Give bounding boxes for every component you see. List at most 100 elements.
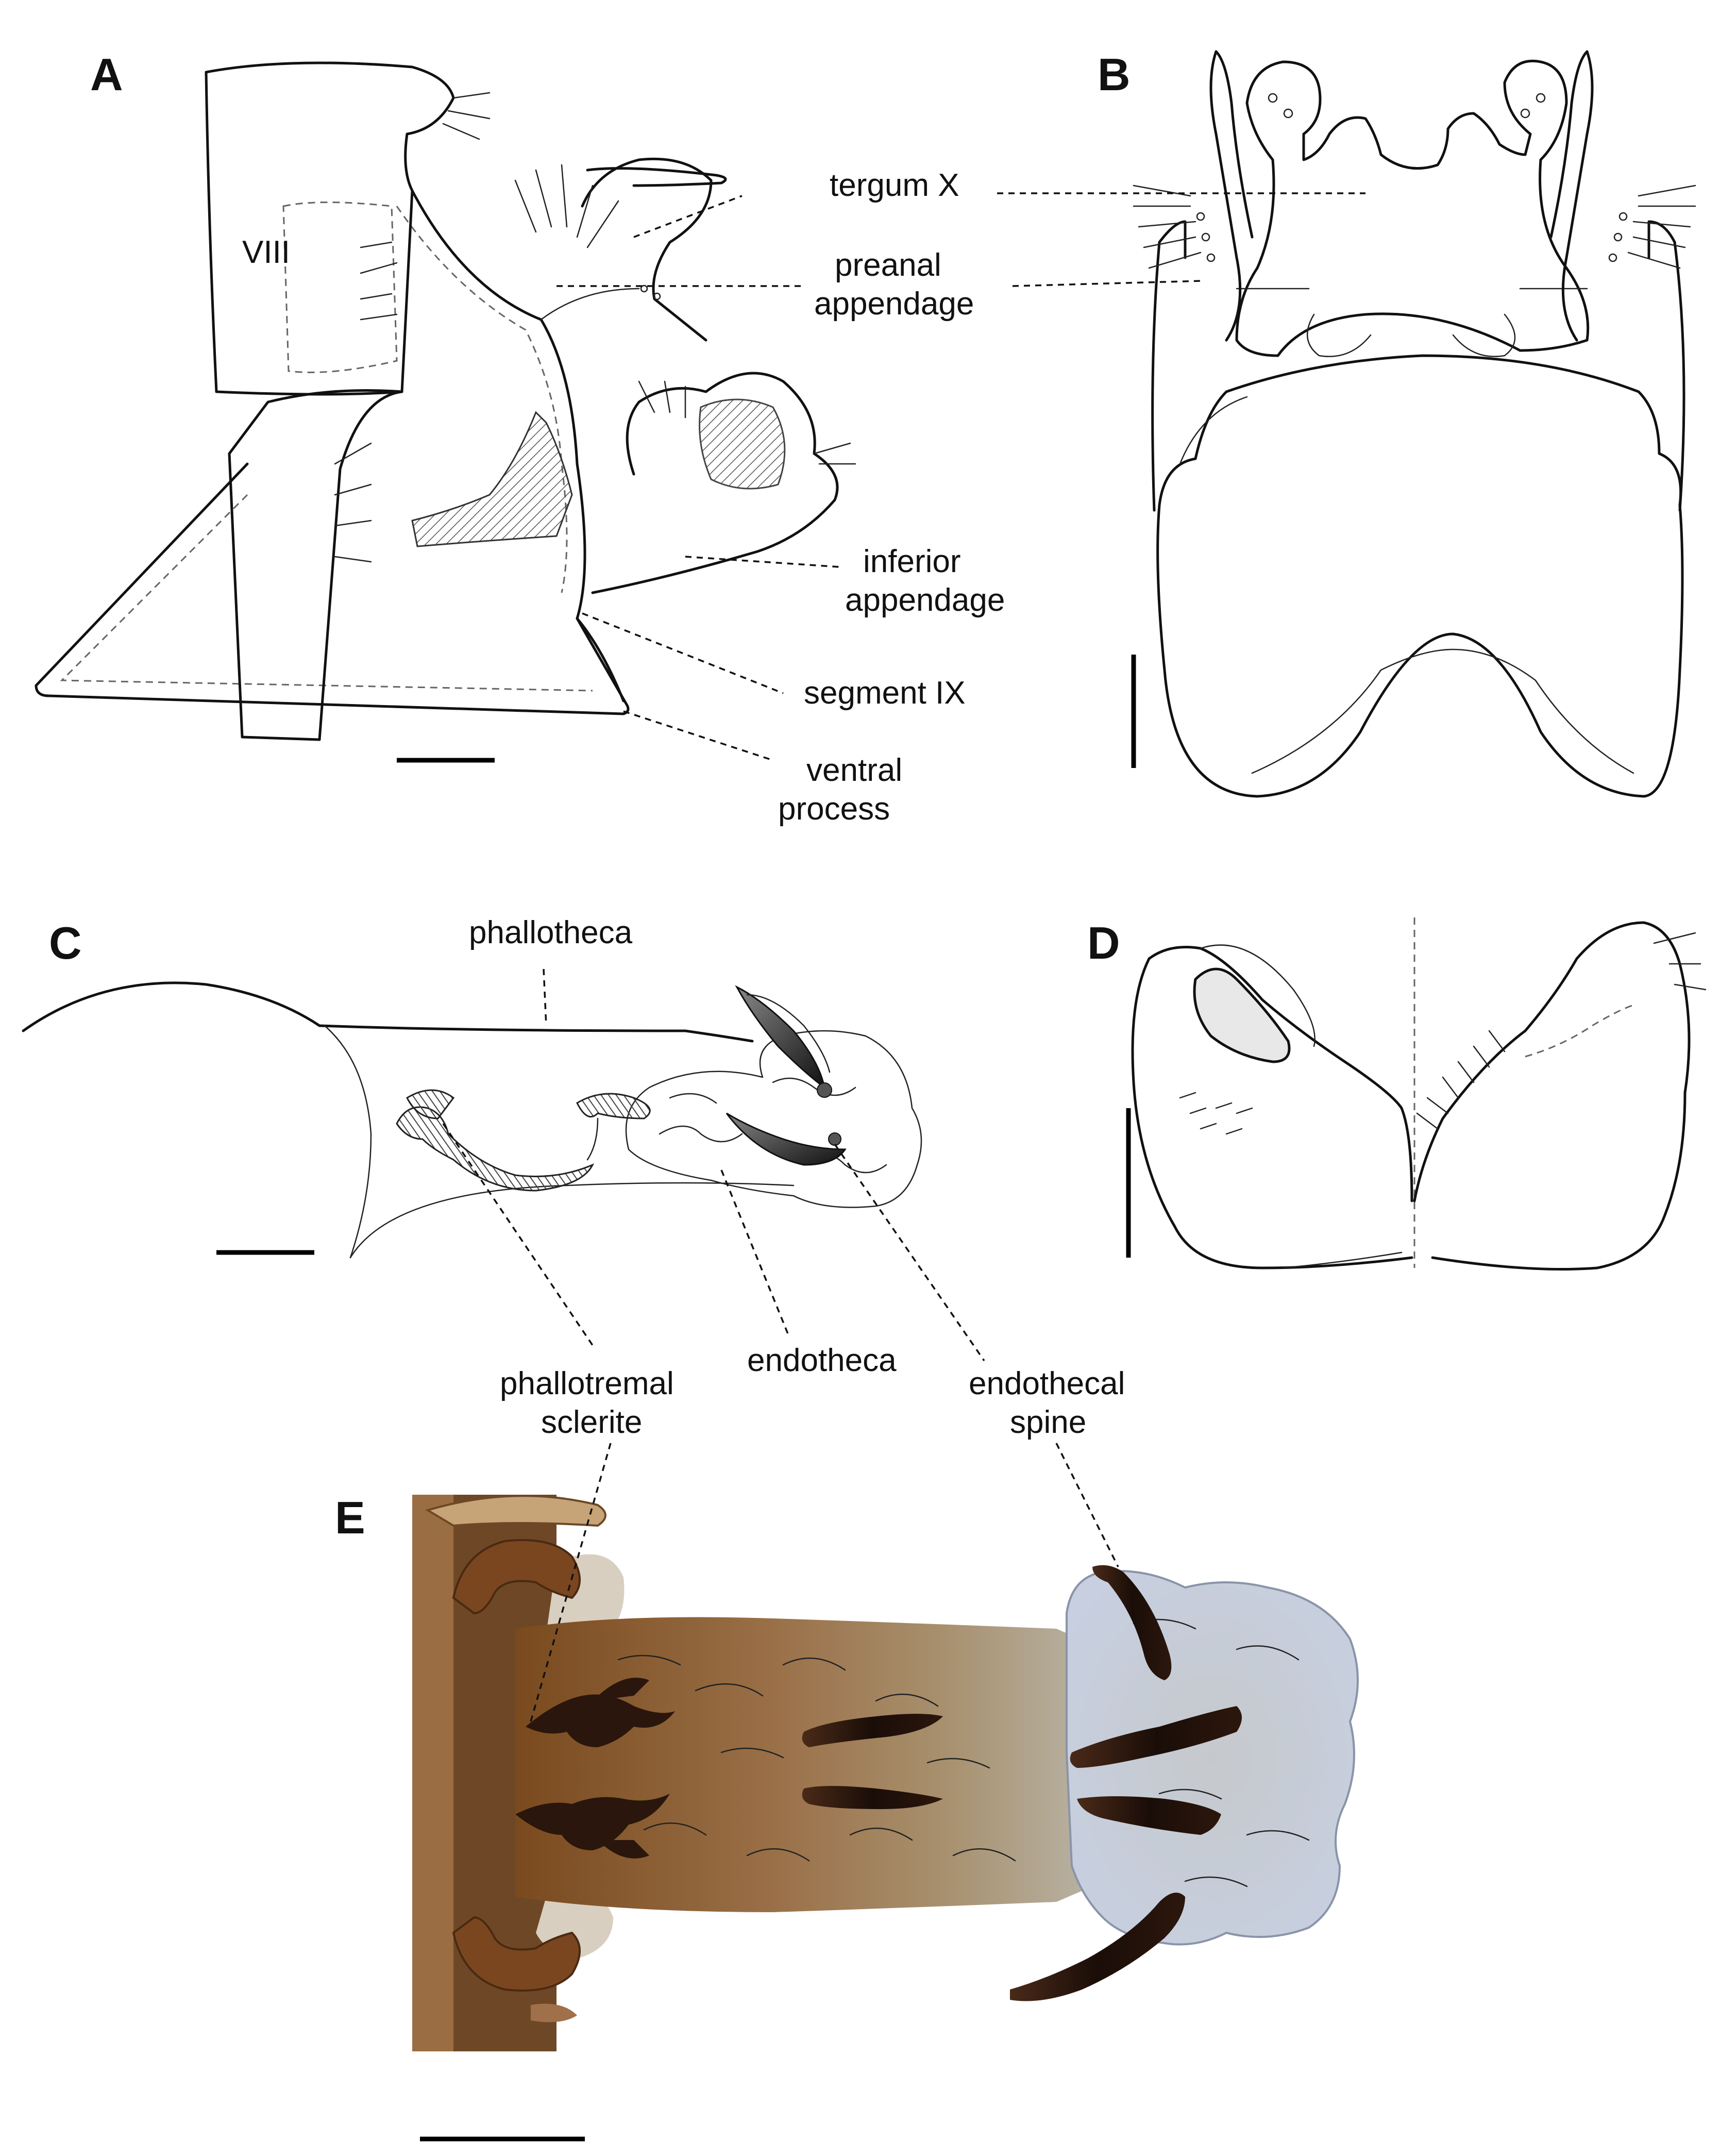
leader-preanal-b (1012, 280, 1201, 287)
spine-base-socket (817, 1082, 832, 1098)
panel-letter-a: A (90, 49, 123, 100)
photo-shaft-wrinkles (617, 1654, 1016, 1862)
leader-ventral-a (623, 710, 773, 761)
photo-mid-spine-upper (802, 1714, 943, 1747)
label-preanal-line2: appendage (814, 286, 974, 322)
leader-phallotheca (543, 968, 547, 1026)
leader-endothecal-c (834, 1144, 985, 1361)
photo-membrane-folds (1133, 1618, 1310, 1887)
ventral-process-shape (35, 462, 630, 715)
phallobase-lower-outline (349, 1182, 795, 1259)
setal-socket (653, 292, 661, 300)
panel-letter-e: E (335, 1492, 365, 1543)
leader-segment-ix-a (582, 612, 784, 694)
inferior-appendage-left-ventral (1131, 946, 1413, 1269)
photo-lower-lobe-tip (531, 2003, 577, 2023)
inferior-appendage-right-ventral (1413, 921, 1691, 1271)
endothecal-spine-upper-edge (746, 994, 831, 1073)
photo-endothecal-spine-mid-lower (1077, 1796, 1221, 1835)
preanal-appendage-right (1561, 50, 1594, 342)
endothecal-spine-lower (726, 1112, 847, 1166)
panel-letter-b: B (1098, 49, 1131, 100)
segment-viii-inner-outline (282, 202, 398, 373)
photo-endothecal-spine-bottom (1010, 1893, 1185, 2001)
photo-phallotremal-sclerite-lower-arm (598, 1840, 649, 1859)
phallotremal-sclerite-upper (576, 1093, 651, 1119)
label-segment-ix: segment IX (804, 675, 966, 711)
preanal-appendage-left (1209, 50, 1242, 342)
inferior-appendage-left-concavity (1193, 967, 1291, 1063)
panel-d: D (1087, 917, 1707, 1271)
photo-upper-lobe (425, 1495, 606, 1527)
photo-phallotremal-sclerite-upper (526, 1694, 675, 1747)
leader-phallotremal-c (442, 1123, 594, 1346)
segment-ix-outline (411, 189, 625, 703)
preanal-appendage-outline (586, 167, 727, 187)
segment-viii-upper (205, 61, 455, 396)
inferior-appendage-left-setae (1179, 1092, 1253, 1135)
phallobase-left-curve (324, 1025, 372, 1259)
tergum-x-lobe-right (1452, 313, 1516, 357)
segment-ix-left-side (1151, 220, 1187, 512)
photo-phallotremal-sclerite-upper-arm (593, 1678, 649, 1701)
hatched-apodeme (411, 411, 573, 547)
segment-ix-inner-outline (396, 206, 568, 593)
panel-b: B (997, 49, 1696, 798)
tergum-x-lobe-left (1306, 313, 1372, 357)
label-phallotremal-line1: phallotremal (500, 1366, 674, 1401)
photo-endothecal-spine-mid-upper (1070, 1706, 1242, 1768)
panel-letter-d: D (1087, 917, 1120, 968)
leader-endothecal-e (1055, 1443, 1119, 1567)
panel-e: E (335, 1443, 1359, 2142)
photo-phallic-shaft (515, 1617, 1092, 1912)
panel-a: A VIII (35, 49, 1005, 827)
inferior-appendage (591, 372, 839, 594)
segment-ix-dorsal-upper (1158, 354, 1682, 507)
setae-group-b (1133, 93, 1696, 269)
ventral-process-inner-outline (60, 494, 593, 692)
photo-endothecal-spine-top (1092, 1565, 1172, 1680)
phallotremal-sclerite-stem (586, 1117, 599, 1161)
endotheca-folds (659, 1077, 887, 1174)
label-phallotheca: phallotheca (469, 915, 633, 950)
label-preanal-line1: preanal (835, 247, 941, 283)
label-endothecal-line1: endothecal (969, 1366, 1125, 1401)
inferior-appendage-sclerotized-area (699, 398, 786, 490)
label-segment-viii: VIII (242, 235, 290, 270)
tergum-x-outline (581, 157, 713, 342)
endothecal-spine-upper (735, 985, 826, 1090)
panel-letter-c: C (49, 917, 82, 968)
phallotremal-sclerite-tip (406, 1089, 455, 1119)
label-inferior-line1: inferior (863, 544, 961, 579)
label-tergum-x: tergum X (830, 168, 959, 203)
segment-ix-inner-edge (1251, 648, 1634, 774)
segment-ix-right-side (1647, 220, 1685, 512)
setal-socket (640, 285, 648, 293)
photo-phallotremal-sclerite-lower (515, 1794, 670, 1850)
endotheca-membrane (625, 1030, 922, 1208)
label-ventral-line2: process (778, 791, 890, 827)
segment-viii-lower (228, 389, 403, 741)
phallobase-upper-outline (22, 981, 754, 1043)
phallotremal-sclerite (396, 1106, 595, 1192)
leader-inferior-a (685, 556, 840, 568)
preanal-appendage-left-inner (1215, 50, 1254, 239)
label-endotheca: endotheca (747, 1343, 897, 1378)
inferior-appendage-right-setae (1416, 932, 1707, 1130)
leader-phallotremal-e (530, 1443, 612, 1722)
panel-c: C phallotheca endotheca phallotremal scl… (22, 915, 1125, 1440)
inferior-appendage-left-base (1282, 1251, 1403, 1269)
spine-base-socket (828, 1132, 841, 1146)
photo-upper-hook (452, 1539, 581, 1615)
leader-tergum-x-a (633, 195, 743, 238)
label-ventral-line1: ventral (806, 753, 902, 788)
segment-ix-left-stipple (1179, 396, 1248, 465)
label-inferior-line2: appendage (845, 582, 1005, 618)
inferior-appendage-left-apex (1200, 944, 1316, 1047)
setae-group-a (334, 92, 856, 563)
label-phallotremal-line2: sclerite (541, 1405, 642, 1440)
photo-mid-spine-lower (802, 1786, 943, 1809)
photo-base-edge (412, 1495, 453, 2051)
segment-ix-dorsal-lower (1156, 504, 1684, 798)
